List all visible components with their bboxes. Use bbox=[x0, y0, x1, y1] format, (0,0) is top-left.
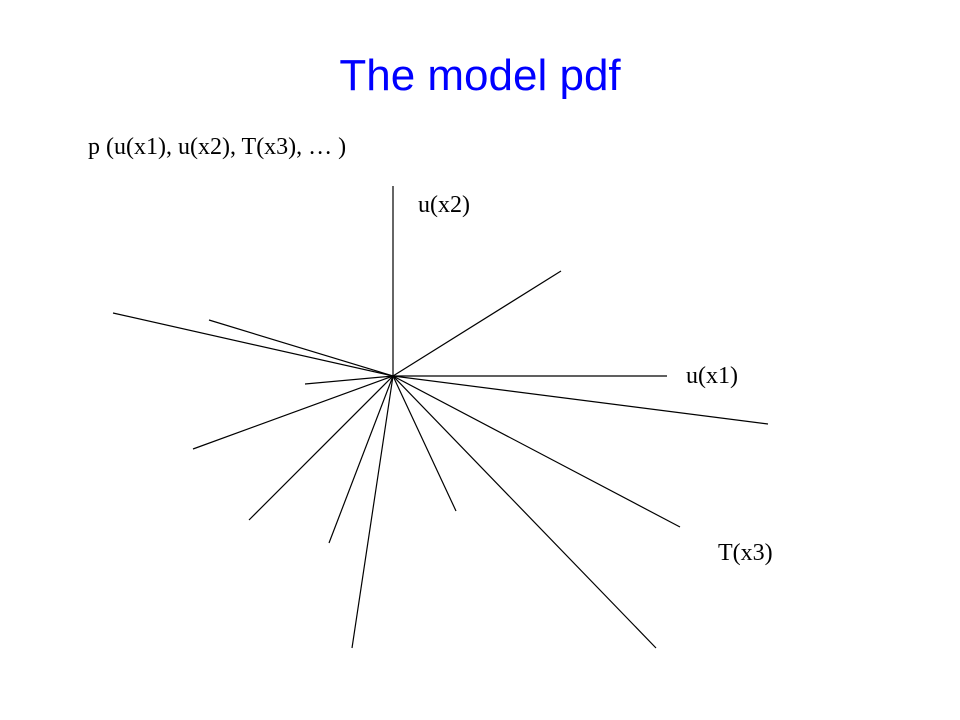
ray-upper-right bbox=[392, 270, 562, 377]
ray-upper-left-short bbox=[208, 319, 394, 377]
pdf-formula: p (u(x1), u(x2), T(x3), … ) bbox=[88, 134, 347, 160]
ray-left bbox=[304, 375, 394, 385]
ray-down-right-long bbox=[392, 375, 657, 649]
label-u-x2: u(x2) bbox=[418, 192, 470, 218]
slide-title: The model pdf bbox=[339, 51, 621, 100]
axis-T-x3 bbox=[392, 375, 681, 528]
label-T-x3: T(x3) bbox=[718, 540, 773, 566]
ray-down-left bbox=[328, 375, 394, 544]
ray-lower-left bbox=[192, 375, 394, 450]
ray-down bbox=[351, 375, 394, 649]
ray-lower-left-steep bbox=[248, 375, 394, 521]
ray-upper-left-long bbox=[112, 312, 394, 377]
ray-down-right-short bbox=[392, 375, 457, 512]
label-u-x1: u(x1) bbox=[686, 363, 738, 389]
ray-right-lower bbox=[392, 375, 769, 425]
